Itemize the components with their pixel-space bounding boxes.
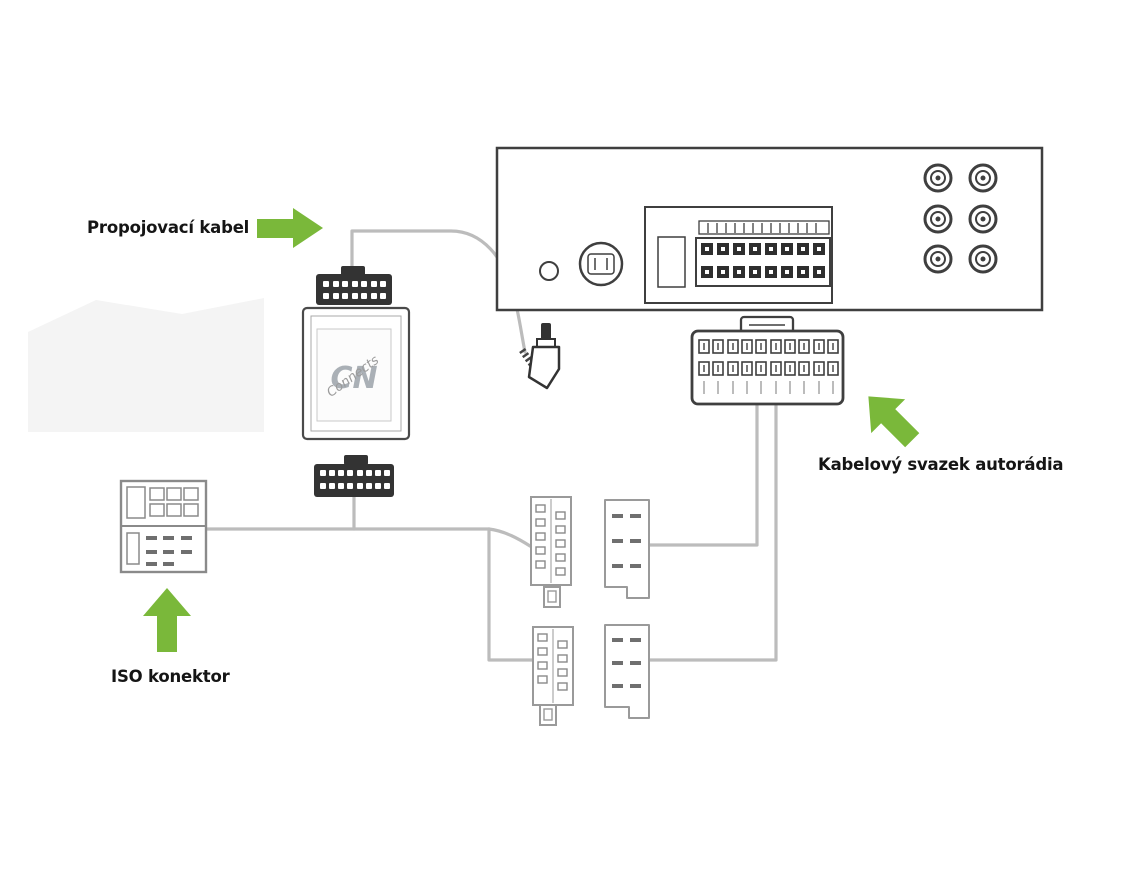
branch-to-connector-a1 (487, 527, 532, 548)
harness-wire-1 (648, 402, 759, 547)
green-arrow-up-left-icon (868, 396, 920, 448)
radio-rear-panel (495, 146, 1044, 312)
radio-connector-panel (644, 206, 833, 304)
adapter-module: CN Connects (301, 266, 411, 497)
adapter-logo-plate (316, 328, 392, 422)
radio-16pin-socket (695, 237, 831, 287)
mini-connector-a2 (532, 626, 574, 726)
jack-plug-icon (519, 323, 561, 390)
adapter-logo-monogram: CN (330, 361, 377, 396)
adapter-bottom-connector (314, 464, 394, 497)
background-watermark (28, 298, 264, 432)
adapter-top-connector (316, 274, 392, 305)
label-connecting-cable: Propojovací kabel (87, 218, 250, 237)
adapter-bottom-connector-tab (344, 455, 368, 465)
harness-wire-2 (648, 402, 778, 662)
harness-connector-20pin (690, 315, 845, 406)
jack-body (527, 345, 561, 390)
label-iso-connector: ISO konektor (111, 667, 230, 686)
adapter-body: CN Connects (301, 306, 411, 441)
callout-arrows (143, 208, 920, 652)
label-radio-harness: Kabelový svazek autorádia (818, 455, 1064, 474)
jack-tip (541, 323, 551, 340)
mini-connector-b2 (604, 624, 650, 719)
adapter-top-connector-tab (341, 266, 365, 276)
mini-connector-b1 (604, 499, 650, 599)
screw-hole (539, 261, 559, 281)
green-arrow-right-icon (257, 208, 323, 248)
antenna-jack (578, 241, 624, 287)
branch-to-connector-a2 (487, 527, 534, 662)
iso-connector (119, 479, 208, 574)
mini-connector-a1 (530, 496, 572, 608)
green-arrow-up-icon (143, 588, 191, 652)
cable-wires (204, 229, 778, 662)
